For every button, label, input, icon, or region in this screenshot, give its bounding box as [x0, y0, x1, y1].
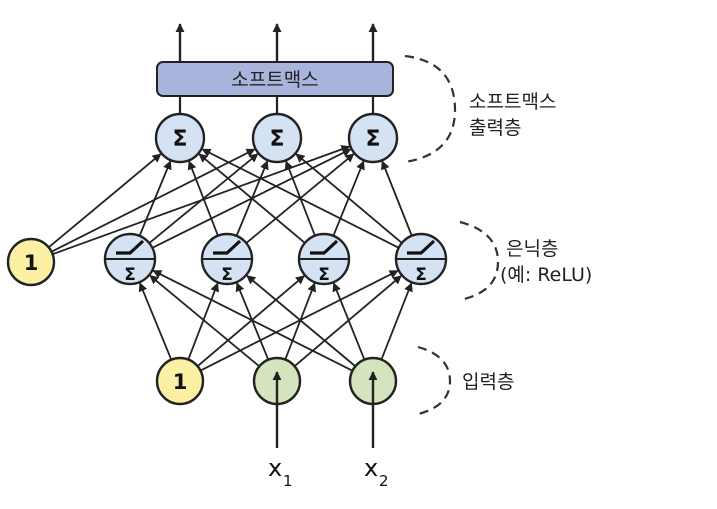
svg-text:x: x	[268, 454, 282, 482]
hidden-bracket	[459, 220, 500, 302]
input-layer-label: 입력층	[462, 371, 514, 393]
output-bracket	[404, 54, 457, 164]
softmax-box: 소프트맥스	[156, 61, 394, 97]
svg-text:1: 1	[283, 472, 293, 490]
input-x1-label: x 1	[268, 454, 293, 490]
connection-arrow	[138, 160, 172, 237]
relu-icon	[407, 239, 436, 255]
svg-text:x: x	[364, 454, 378, 482]
hidden-layer-label-line2: (예: ReLU)	[500, 264, 592, 286]
connection-arrow	[200, 269, 399, 372]
relu-icon	[213, 239, 242, 255]
bias-value: 1	[173, 370, 188, 394]
input-layer: 1	[155, 356, 398, 448]
output-neuron: Σ	[251, 112, 303, 164]
sum-icon: Σ	[365, 127, 380, 152]
layer-brackets	[404, 54, 500, 416]
connection-arrow	[152, 269, 353, 372]
connection-arrow	[201, 148, 400, 249]
connection-arrow	[51, 148, 256, 253]
input-bracket	[417, 345, 452, 416]
connection-arrow	[149, 274, 260, 368]
connection-arrow	[138, 282, 173, 361]
svg-text:2: 2	[379, 472, 389, 490]
connection-arrow	[187, 282, 219, 360]
sum-icon: Σ	[124, 265, 136, 285]
connection-arrows	[48, 145, 413, 372]
sum-icon: Σ	[172, 127, 187, 152]
connection-arrow	[380, 282, 413, 360]
softmax-box-label: 소프트맥스	[231, 69, 318, 91]
output-neuron: Σ	[154, 112, 206, 164]
bias-value: 1	[24, 251, 39, 275]
connection-arrow	[332, 282, 366, 360]
output-neuron: Σ	[347, 112, 399, 164]
connection-arrow	[293, 275, 402, 367]
relu-icon	[310, 239, 339, 255]
input-x2-label: x 2	[364, 454, 389, 490]
sum-icon: Σ	[415, 265, 427, 285]
hidden-neuron: Σ	[297, 232, 351, 286]
connection-arrow	[187, 160, 219, 237]
sum-icon: Σ	[269, 127, 284, 152]
softmax-connectors	[178, 96, 375, 114]
connection-arrow	[48, 153, 162, 248]
output-layer-label-line2: 출력층	[469, 117, 521, 139]
connection-arrow	[198, 153, 306, 244]
sum-icon: Σ	[221, 265, 233, 285]
connection-arrow	[284, 282, 316, 360]
hidden-neuron: Σ	[103, 232, 157, 286]
connection-arrow	[246, 274, 356, 367]
output-arrows	[175, 23, 378, 62]
hidden-bias-neuron: 1	[6, 237, 56, 287]
connection-arrow	[196, 275, 305, 367]
hidden-neuron: Σ	[200, 232, 254, 286]
hidden-layer: Σ Σ Σ Σ	[103, 232, 448, 286]
connection-arrow	[295, 153, 403, 244]
hidden-neuron: Σ	[394, 232, 448, 286]
output-layer: Σ Σ Σ	[154, 112, 399, 164]
relu-icon	[116, 239, 145, 255]
sum-icon: Σ	[318, 265, 330, 285]
output-layer-label-line1: 소프트맥스	[469, 91, 556, 113]
hidden-layer-label-line1: 은닉층	[506, 238, 558, 260]
input-bias-neuron: 1	[155, 356, 205, 406]
connection-arrow	[381, 160, 413, 237]
